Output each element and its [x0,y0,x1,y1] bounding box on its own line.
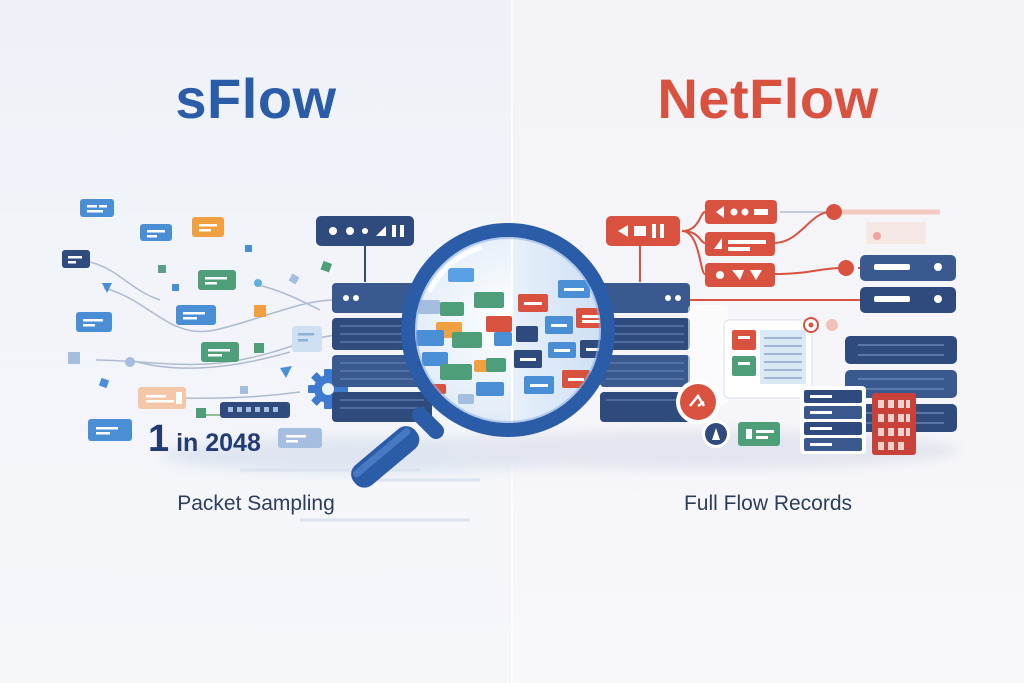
user-badge-icon [702,420,730,448]
packet-tag [278,428,322,448]
server-rack-icon [800,386,866,454]
sflow-title: sFlow [175,67,337,130]
floor-lines [240,468,480,522]
flow-dashboard-card [723,317,838,399]
sflow-caption: Packet Sampling [177,492,335,515]
flow-record-icon [705,232,775,256]
packet-tag [88,419,132,441]
packet-particles [68,245,333,418]
packet-tag [292,326,322,352]
packet-tag-cluster [62,199,322,448]
flow-record-icon [705,200,777,224]
sampling-agent-switch [220,402,290,418]
packet-tag [176,305,216,325]
sampled-packets [416,268,512,404]
flow-record-links [681,209,940,301]
alert-badge-icon [676,380,720,424]
netflow-title: NetFlow [657,67,879,130]
packet-tag [140,224,172,241]
connector-dot [826,204,842,220]
server-rack-icon [860,255,956,313]
fading-record [866,222,926,244]
flow-record-icon [738,422,780,446]
sampling-ratio-rest: in 2048 [169,429,261,457]
packet-tag [201,342,239,362]
fading-dot [873,232,881,240]
connector-dot [838,260,854,276]
netflow-router [606,216,680,282]
packet-tag [138,387,186,409]
packet-tag [192,217,224,237]
netflow-caption: Full Flow Records [683,492,853,515]
netflow-collector-rack [600,283,690,422]
sampling-ratio: 1 in 2048 [148,418,261,461]
packet-tag [62,250,90,268]
packet-tag [76,312,112,332]
magnifier-icon [351,223,615,488]
sflow-switch [316,216,414,282]
datacenter-building-icon [872,393,916,455]
packet-tag [198,270,236,290]
flow-record-icon [705,263,775,287]
packet-tag [80,199,114,217]
sampling-ratio-lead: 1 [148,418,170,460]
